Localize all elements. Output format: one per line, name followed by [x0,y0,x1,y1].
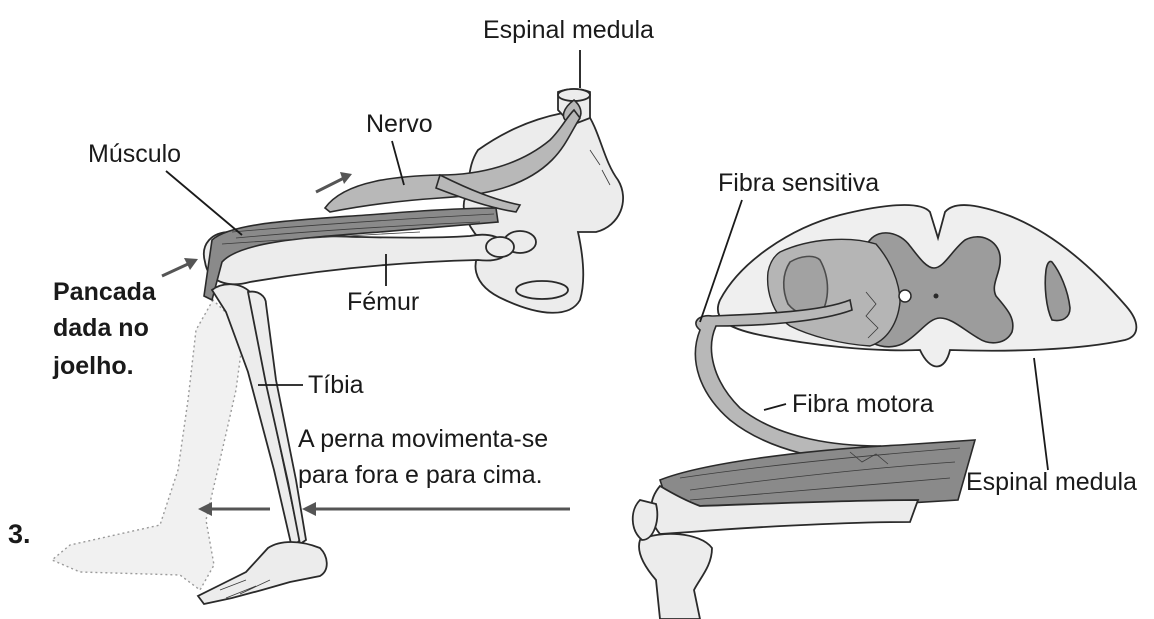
label-movement-line2: para fora e para cima. [298,461,543,489]
label-pancada-line1: Pancada [53,278,157,306]
espinal-medula-right-leader [1034,358,1048,470]
label-fibra-sensitiva: Fibra sensitiva [718,169,879,197]
nerve-direction-arrow [316,172,352,192]
spinal-cord-cross-section [718,205,1137,367]
foot-bones [198,542,327,604]
label-nervo: Nervo [366,110,433,138]
knee-tap-arrow [162,258,198,276]
label-musculo: Músculo [88,140,181,168]
label-femur: Fémur [347,288,419,316]
label-pancada-line3: joelho. [52,352,134,380]
resting-leg-outline [52,300,244,590]
knee-joint-bones [633,486,918,619]
figure-number: 3. [8,519,31,549]
label-pancada-line2: dada no [53,314,149,342]
label-espinal-medula-right: Espinal medula [966,468,1137,496]
fibra-motora-leader [764,404,786,410]
label-fibra-motora: Fibra motora [792,390,934,418]
label-movement-line1: A perna movimenta-se [298,425,548,453]
label-espinal-medula-top: Espinal medula [483,16,654,44]
leg-movement-arrows [198,502,570,516]
musculo-leader [166,171,242,235]
label-tibia: Tíbia [308,371,364,399]
